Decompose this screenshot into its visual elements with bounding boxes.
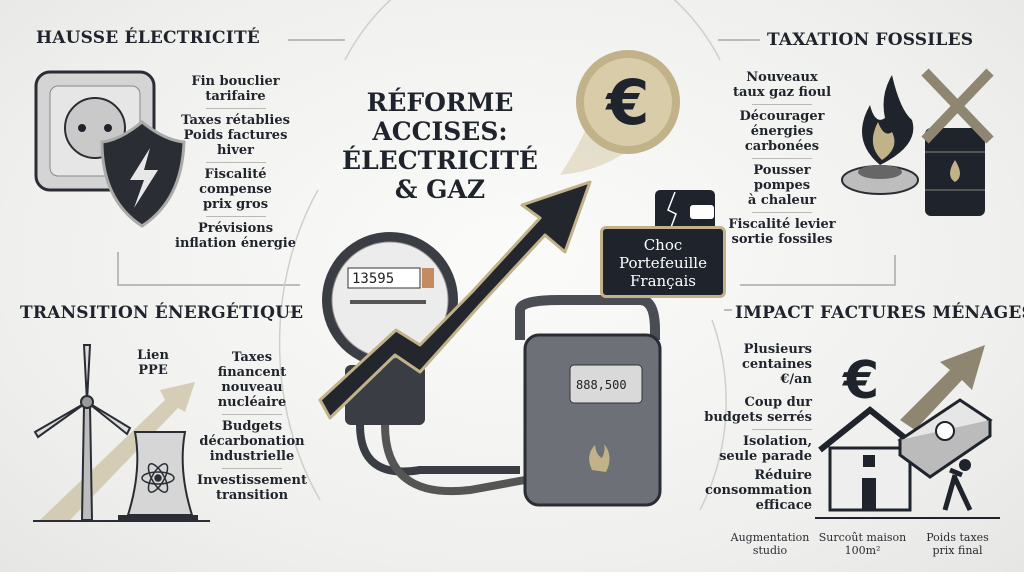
section-title-transition: TRANSITION ÉNERGÉTIQUE: [20, 303, 304, 323]
title-line: ÉLECTRICITÉ: [342, 146, 538, 175]
wind-turbine-icon: [33, 344, 132, 521]
cooling-tower-icon: [118, 431, 198, 521]
svg-text:€: €: [604, 66, 649, 139]
gas-meter-reading: 888,500: [576, 378, 627, 392]
wallet-shock-badge: Choc Portefeuille Français: [600, 226, 726, 298]
divider: [752, 158, 812, 159]
broken-wallet-icon: [655, 190, 715, 232]
badge-line: Français: [629, 272, 697, 290]
title-line: ACCISES:: [372, 117, 508, 146]
rising-arrow-icon: [318, 180, 592, 420]
connector-lines: [117, 0, 896, 511]
growth-arrow-icon: [40, 382, 195, 520]
divider: [752, 212, 812, 213]
euro-coin-icon: €: [560, 50, 680, 175]
divider: [205, 162, 266, 163]
section-title-impact: IMPACT FACTURES MÉNAGES: [735, 303, 1024, 323]
broken-shield-icon: [100, 120, 186, 228]
divider: [222, 468, 282, 469]
money-stack-icon: [897, 398, 993, 479]
gas-flame-icon: [841, 75, 919, 195]
section-title-hausse: HAUSSE ÉLECTRICITÉ: [36, 28, 260, 48]
divider: [752, 429, 812, 430]
section-title-taxation: TAXATION FOSSILES: [767, 30, 974, 50]
oil-barrel-icon: [925, 128, 985, 216]
badge-line: Portefeuille: [619, 254, 707, 272]
electric-meter-reading: 13595: [352, 271, 394, 287]
electric-meter-icon: 13595: [322, 232, 526, 496]
divider: [205, 216, 266, 217]
rising-arrow-small-icon: [900, 345, 985, 430]
euro-icon: €: [842, 351, 879, 411]
page-title: RÉFORME ACCISES: ÉLECTRICITÉ & GAZ: [340, 88, 540, 204]
title-line: RÉFORME: [366, 88, 514, 117]
title-line: & GAZ: [394, 175, 486, 204]
list-item: Isolation,seule parade: [719, 434, 812, 464]
badge-line: Choc: [643, 236, 683, 254]
divider: [205, 108, 266, 109]
divider: [222, 414, 282, 415]
list-item: Taxes rétablies: [181, 113, 290, 128]
burdened-person-icon: [942, 459, 973, 512]
atom-icon: [141, 463, 175, 493]
divider: [752, 104, 812, 105]
cross-icon: [921, 68, 994, 144]
gas-meter-icon: 888,500: [515, 295, 662, 507]
